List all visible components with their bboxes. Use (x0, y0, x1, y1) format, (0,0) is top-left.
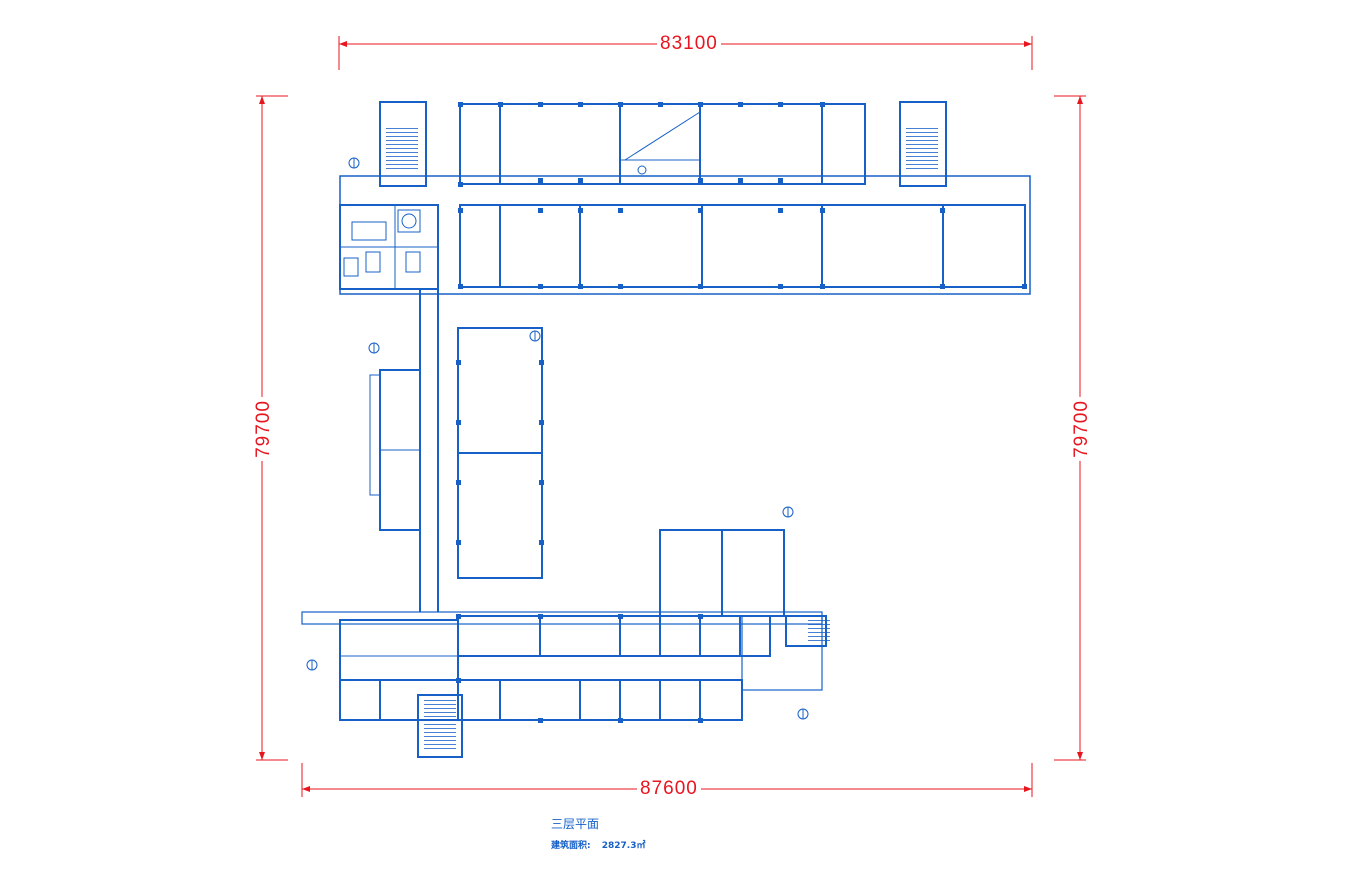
stair-ne (899, 101, 947, 187)
dimension-left: 79700 (253, 397, 274, 461)
north-wing-top-block (459, 103, 866, 185)
south-west-block (339, 619, 459, 721)
stair-nw (379, 101, 427, 187)
south-wing-lower-rooms (457, 679, 743, 721)
toilet-icon (343, 209, 421, 277)
staircase-icon (386, 125, 938, 750)
axis-marker-icon (306, 157, 809, 720)
plan-title: 三层平面 (551, 817, 600, 831)
dimension-right: 79700 (1071, 397, 1092, 461)
stair-south (417, 694, 463, 758)
dimension-bottom: 87600 (637, 779, 701, 799)
plan-area: 建筑面积: 2827.3㎡ (551, 838, 645, 851)
area-value: 2827.3㎡ (601, 841, 646, 851)
south-wing-upper-rooms (457, 615, 771, 657)
dimension-top: 83100 (657, 34, 721, 54)
dimension-arrows (259, 41, 1083, 792)
area-label: 建筑面积: (551, 841, 591, 851)
north-wing-bottom-block (459, 204, 1026, 288)
column-icon (456, 102, 1027, 723)
walls (301, 101, 1031, 758)
